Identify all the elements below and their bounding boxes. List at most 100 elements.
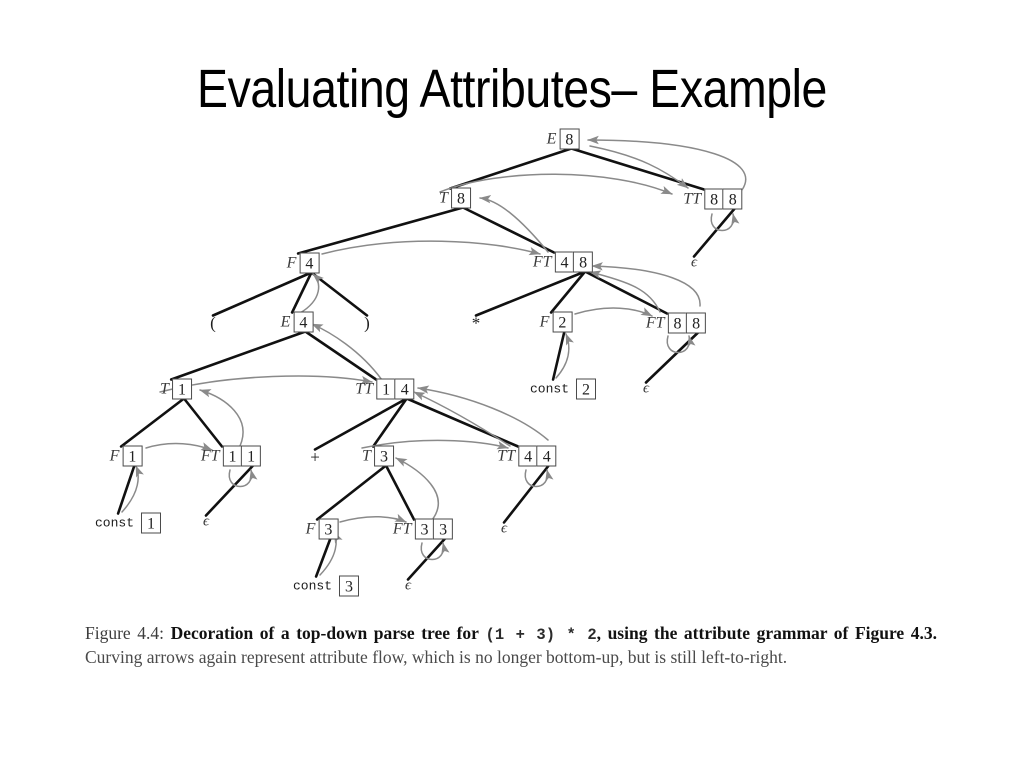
attribute-slot: 8 (686, 312, 707, 334)
tree-edge (549, 270, 587, 314)
attribute-slots: 1 (122, 445, 143, 467)
attribute-slot: 8 (573, 251, 594, 273)
attribute-slot: 8 (559, 128, 580, 150)
const-keyword: const (292, 578, 333, 594)
attribute-slots: 1 (141, 512, 162, 534)
node-symbol-label: F (539, 313, 550, 330)
attribute-slot: 3 (339, 575, 360, 597)
node-symbol-label: TT (683, 190, 702, 207)
page-title: Evaluating Attributes– Example (197, 59, 827, 119)
tree-edge (405, 397, 520, 448)
terminal-leaf: + (310, 447, 320, 467)
caption-figure-number: Figure 4.4: (85, 623, 164, 643)
caption-rest: Curving arrows again represent attribute… (85, 646, 788, 667)
node-symbol-label: TT (355, 380, 374, 397)
attribute-slot: 8 (722, 188, 743, 210)
tree-edge (169, 330, 307, 381)
const-leaf-node: const 3 (292, 575, 360, 597)
node-symbol-label: F (109, 447, 120, 464)
tree-edge (474, 270, 587, 317)
attribute-slot: 3 (318, 518, 339, 540)
tree-edge (371, 397, 409, 448)
attribute-slot: 4 (299, 252, 320, 274)
epsilon-leaf: ϵ (404, 577, 412, 594)
tree-edge (461, 206, 556, 254)
attribute-slot: 2 (576, 378, 597, 400)
epsilon-leaf: ϵ (642, 380, 650, 397)
tree-edge (502, 464, 551, 524)
attribute-slot: 4 (554, 251, 575, 273)
tree-edge (211, 271, 313, 317)
epsilon-leaf: ϵ (500, 520, 508, 537)
tree-edge (310, 271, 369, 317)
terminal-leaf: * (471, 313, 481, 333)
node-symbol-label: TT (497, 447, 516, 464)
tree-edge (116, 464, 136, 515)
attribute-flow-arrows (121, 135, 747, 576)
attribute-slot: 3 (433, 518, 454, 540)
node-symbol-label: T (160, 380, 169, 397)
attribute-slot: 1 (241, 445, 262, 467)
attribute-slots: 2 (576, 378, 597, 400)
epsilon-leaf: ϵ (690, 254, 698, 271)
node-symbol-label: FT (645, 314, 665, 331)
terminal-leaf: ( (210, 313, 216, 333)
tree-edge (119, 397, 186, 448)
node-symbol-label: F (305, 520, 316, 537)
attribute-slot: 8 (704, 188, 725, 210)
node-symbol-label: T (439, 189, 448, 206)
figure-caption: Figure 4.4: Decoration of a top-down par… (85, 622, 937, 669)
attribute-slots: 1 (171, 378, 192, 400)
tree-edge (406, 537, 447, 581)
tree-edge (551, 330, 566, 381)
caption-expression: (1 + 3) * 2 (485, 626, 597, 644)
tree-edge (384, 464, 416, 521)
tree-edge (570, 147, 706, 191)
tree-edge (644, 331, 700, 384)
node-symbol-label: T (362, 447, 371, 464)
tree-edge (315, 464, 388, 521)
attribute-slots: 4 (299, 252, 320, 274)
attribute-slot: 4 (536, 445, 557, 467)
tree-edge (448, 147, 573, 190)
node-symbol-label: E (280, 313, 291, 330)
attribute-slot: 1 (122, 445, 143, 467)
node-symbol-label: FT (532, 253, 552, 270)
epsilon-leaf: ϵ (202, 513, 210, 530)
attribute-slot: 4 (518, 445, 539, 467)
attribute-slot: 2 (552, 311, 573, 333)
tree-edge (314, 537, 332, 578)
tree-edge (204, 464, 255, 517)
attribute-slot: 4 (293, 311, 314, 333)
attribute-slot: 1 (222, 445, 243, 467)
tree-edge (182, 397, 224, 448)
attribute-slot: 1 (171, 378, 192, 400)
tree-edge (290, 271, 313, 314)
attribute-slots: 3 (318, 518, 339, 540)
attribute-slots: 3 (339, 575, 360, 597)
node-symbol-label: FT (200, 447, 220, 464)
attribute-slot: 8 (450, 187, 471, 209)
